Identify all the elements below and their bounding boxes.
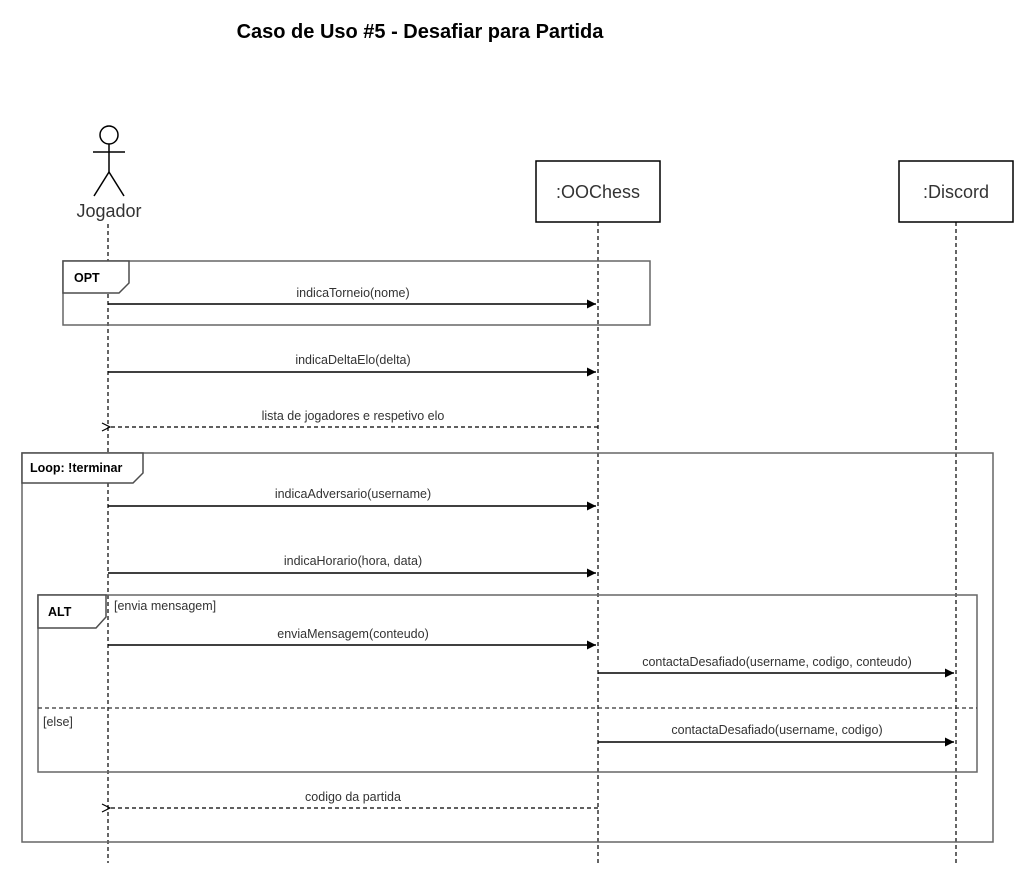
- fragment-alt: ALT [envia mensagem] [else]: [37, 594, 978, 773]
- message-label: codigo da partida: [305, 790, 401, 804]
- message-label: indicaDeltaElo(delta): [295, 353, 410, 367]
- message-label: indicaTorneio(nome): [296, 286, 409, 300]
- message-lista-jogadores: lista de jogadores e respetivo elo: [101, 409, 598, 432]
- message-contacta-desafiado: contactaDesafiado(username, codigo): [598, 723, 954, 747]
- fragment-loop-frame: [21, 452, 994, 843]
- actor-left-leg: [93, 171, 110, 197]
- fragment-alt-tab: [37, 594, 107, 629]
- participant-label-jogador: Jogador: [76, 201, 141, 221]
- message-codigo-partida: codigo da partida: [101, 790, 598, 813]
- fragment-alt-guard-if: [envia mensagem]: [114, 599, 216, 613]
- message-indica-torneio: indicaTorneio(nome): [108, 286, 596, 309]
- message-label: contactaDesafiado(username, codigo, cont…: [642, 655, 912, 669]
- message-indica-horario: indicaHorario(hora, data): [108, 554, 596, 578]
- participant-oochess: :OOChess: [535, 160, 661, 223]
- message-label: indicaAdversario(username): [275, 487, 431, 501]
- fragment-loop-tab: [21, 452, 144, 484]
- diagram-title: Caso de Uso #5 - Desafiar para Partida: [237, 21, 605, 43]
- fragment-loop: Loop: !terminar: [21, 452, 994, 843]
- actor-right-leg: [108, 171, 125, 197]
- fragment-alt-guard-else: [else]: [43, 715, 73, 729]
- fragment-alt-operator: ALT: [48, 605, 72, 619]
- message-label: contactaDesafiado(username, codigo): [671, 723, 882, 737]
- participant-label-discord: :Discord: [923, 182, 989, 202]
- message-contacta-desafiado-conteudo: contactaDesafiado(username, codigo, cont…: [598, 655, 954, 678]
- message-indica-delta-elo: indicaDeltaElo(delta): [108, 353, 596, 377]
- fragment-opt-tab: [62, 260, 130, 294]
- fragment-opt: OPT: [62, 260, 651, 326]
- message-label: lista de jogadores e respetivo elo: [262, 409, 445, 423]
- fragment-opt-operator: OPT: [74, 271, 100, 285]
- participant-box: [898, 160, 1014, 223]
- message-envia-mensagem: enviaMensagem(conteudo): [108, 627, 596, 650]
- fragment-alt-frame: [37, 594, 978, 773]
- participant-discord: :Discord: [898, 160, 1014, 223]
- participant-label-oochess: :OOChess: [556, 182, 640, 202]
- actor-jogador: Jogador: [76, 125, 142, 221]
- message-label: indicaHorario(hora, data): [284, 554, 422, 568]
- actor-head: [99, 125, 119, 145]
- fragment-loop-operator: Loop: !terminar: [30, 461, 122, 475]
- message-label: enviaMensagem(conteudo): [277, 627, 428, 641]
- participant-box: [535, 160, 661, 223]
- message-indica-adversario: indicaAdversario(username): [108, 487, 596, 511]
